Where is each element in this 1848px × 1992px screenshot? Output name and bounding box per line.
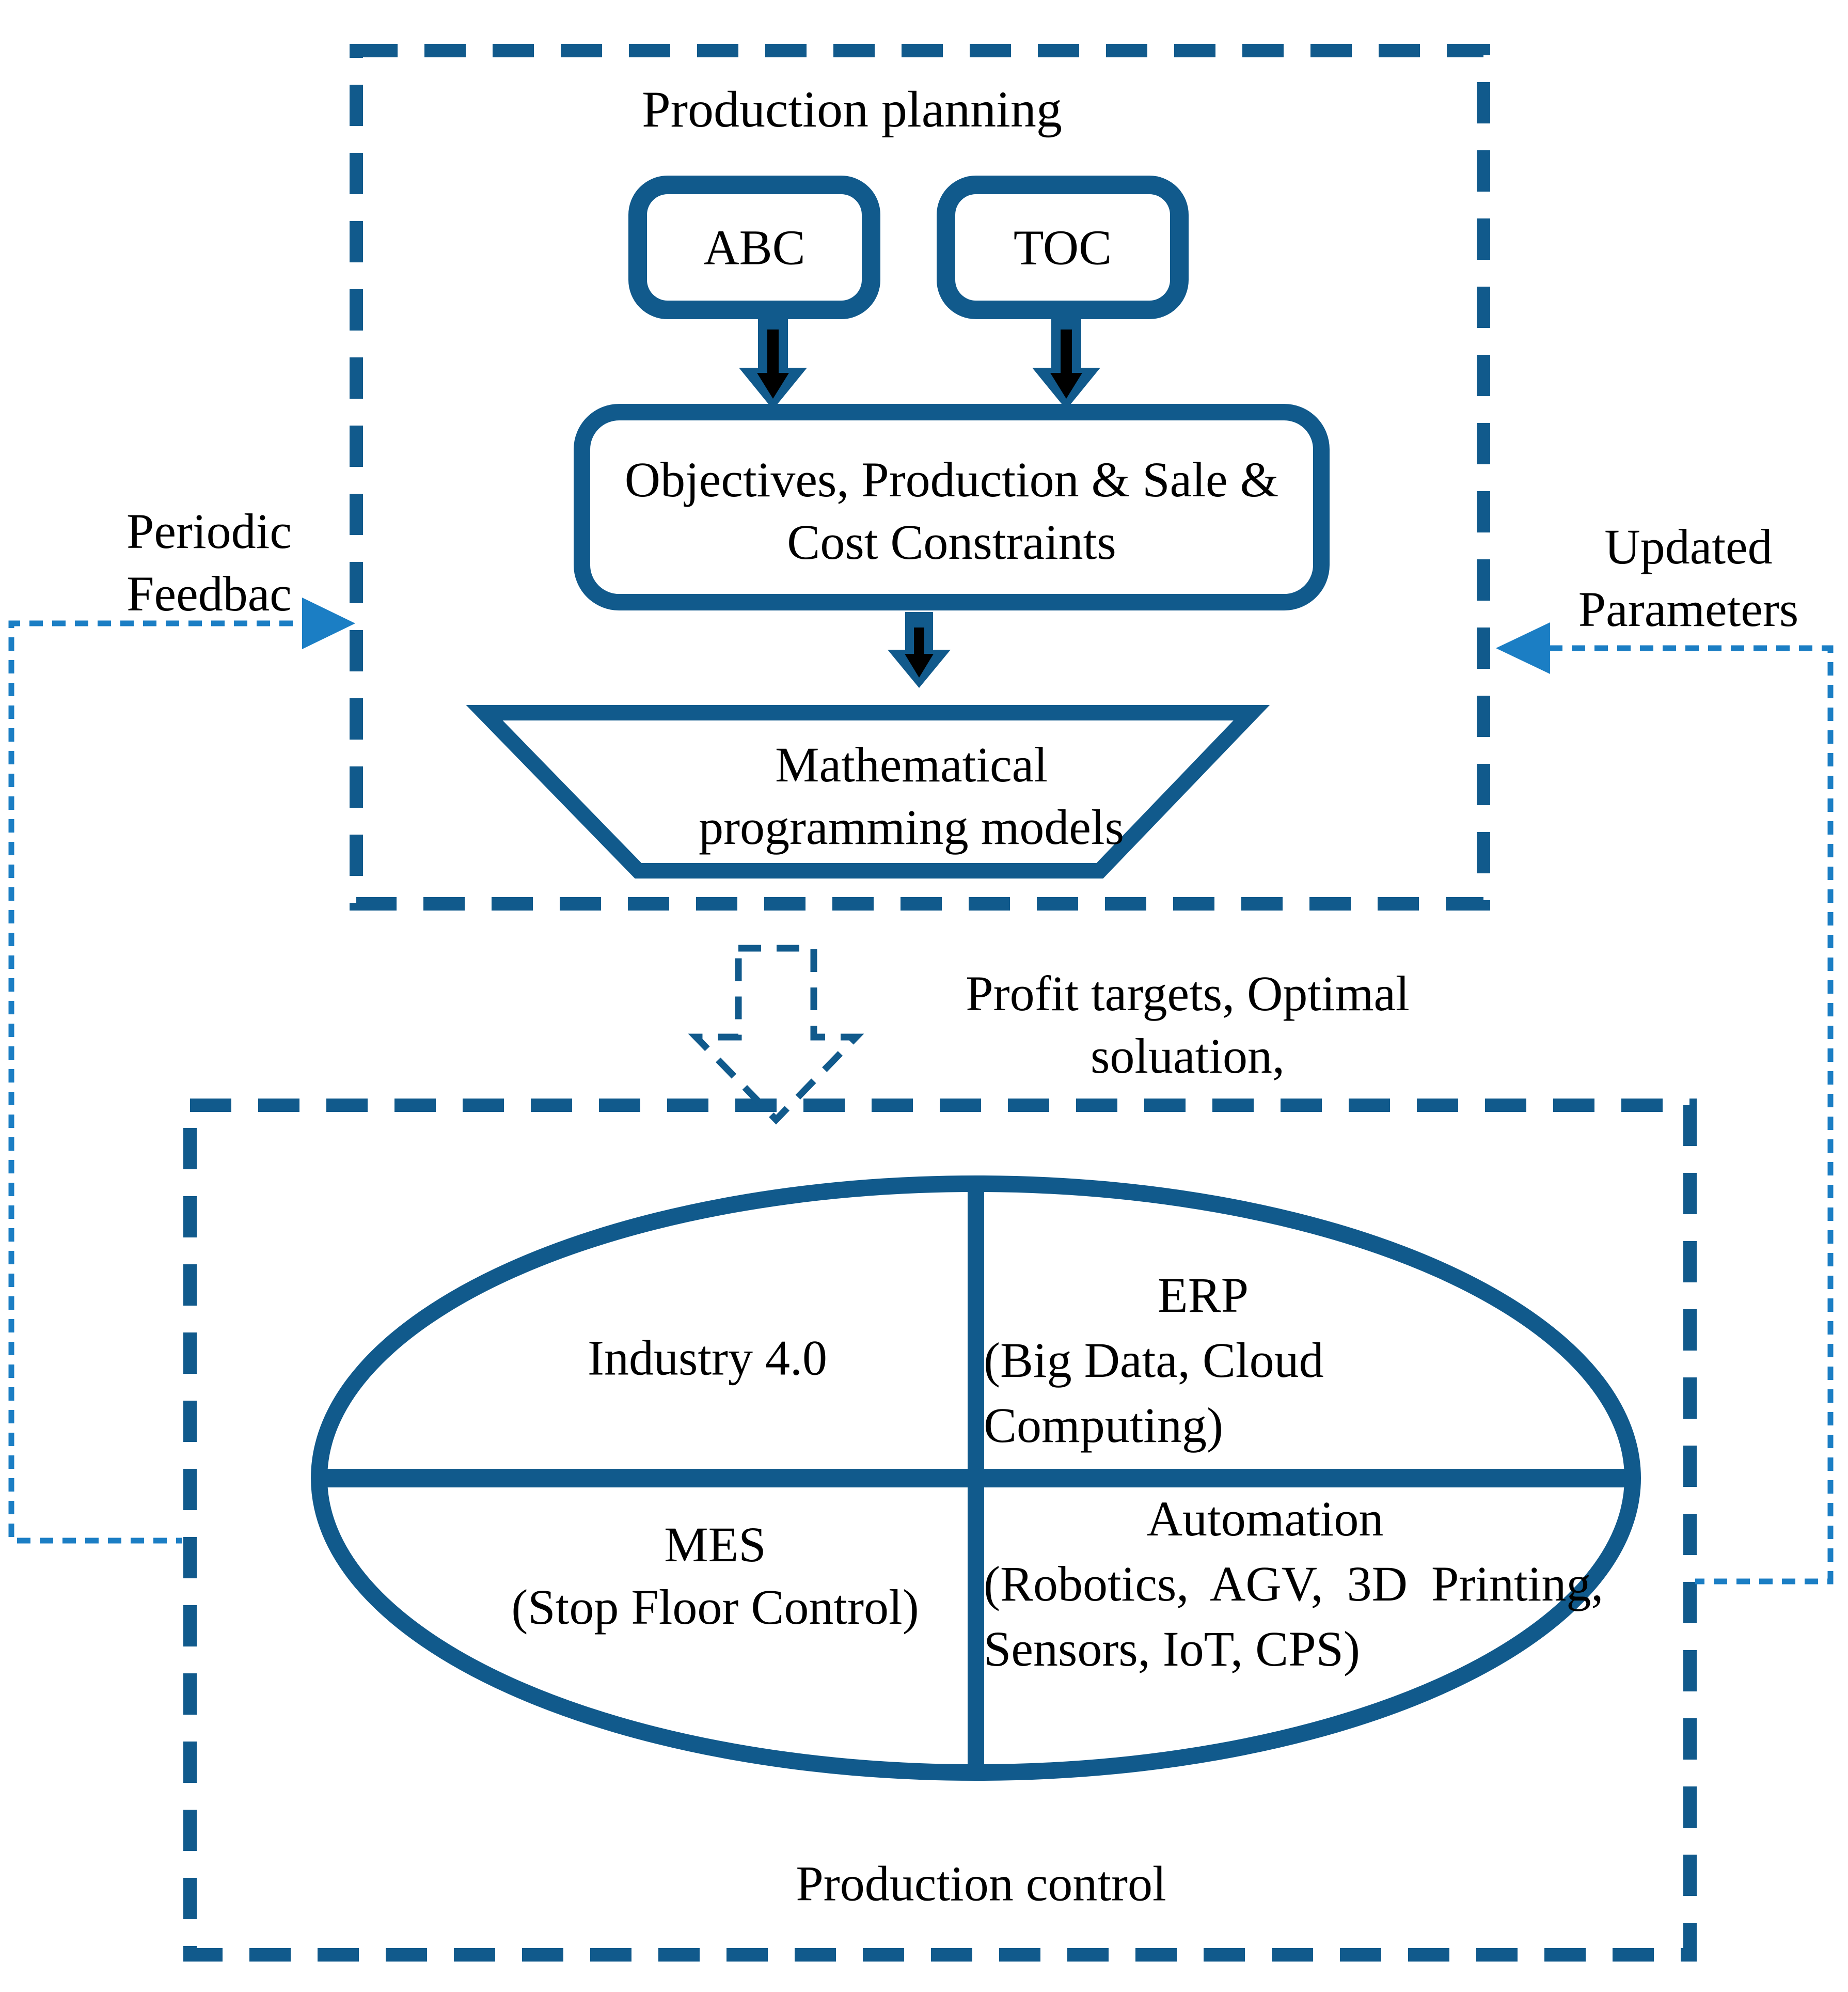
- updated-parameters-arrowhead-icon: [1496, 622, 1550, 674]
- math-models-label: Mathematical programming models: [699, 737, 1124, 855]
- profit-targets-label: Profit targets, Optimal soluation,: [966, 966, 1410, 1084]
- abc-box: [628, 176, 880, 319]
- objectives-box: [574, 404, 1330, 610]
- erp-line1: ERP: [1157, 1267, 1249, 1323]
- erp-line2: (Big Data, Cloud: [984, 1332, 1324, 1388]
- erp-label: ERP (Big Data, Cloud Computing): [984, 1263, 1423, 1458]
- toc-label: TOC: [1013, 219, 1112, 275]
- mes-label: MES (Stop Floor Control): [511, 1517, 919, 1635]
- automation-label: Automation (Robotics, AGV, 3D Printing, …: [984, 1486, 1604, 1682]
- industry-4-0-label: Industry 4.0: [588, 1330, 827, 1386]
- automation-line3: Sensors, IoT, CPS): [984, 1621, 1360, 1676]
- math-models-trapezoid: [466, 705, 1270, 879]
- section-link-dashed-arrow-icon: [688, 945, 864, 1125]
- updated-parameters-dashed-line: [1549, 645, 1834, 1585]
- production-planning-dashed-box: [350, 44, 1490, 911]
- toc-down-arrow-inner-icon: [1050, 330, 1082, 399]
- erp-line3: Computing): [984, 1398, 1224, 1453]
- periodic-feedback-dashed-line: [8, 620, 338, 1544]
- abc-down-arrow-inner-icon: [757, 330, 789, 399]
- production-planning-title: Production planning: [642, 81, 1062, 138]
- automation-line1: Automation: [1146, 1491, 1384, 1546]
- abc-label: ABC: [703, 219, 805, 275]
- periodic-feedback-label: Periodic Feedbac: [127, 504, 292, 621]
- production-control-dashed-box: [183, 1099, 1697, 1962]
- objectives-label: Objectives, Production & Sale & Cost Con…: [624, 452, 1279, 570]
- objectives-down-arrow-inner-icon: [905, 628, 934, 678]
- updated-parameters-label: Updated Parameters: [1578, 519, 1799, 637]
- automation-line2: (Robotics, AGV, 3D Printing,: [984, 1556, 1604, 1611]
- periodic-feedback-arrowhead-icon: [302, 598, 355, 649]
- production-control-title: Production control: [796, 1856, 1166, 1911]
